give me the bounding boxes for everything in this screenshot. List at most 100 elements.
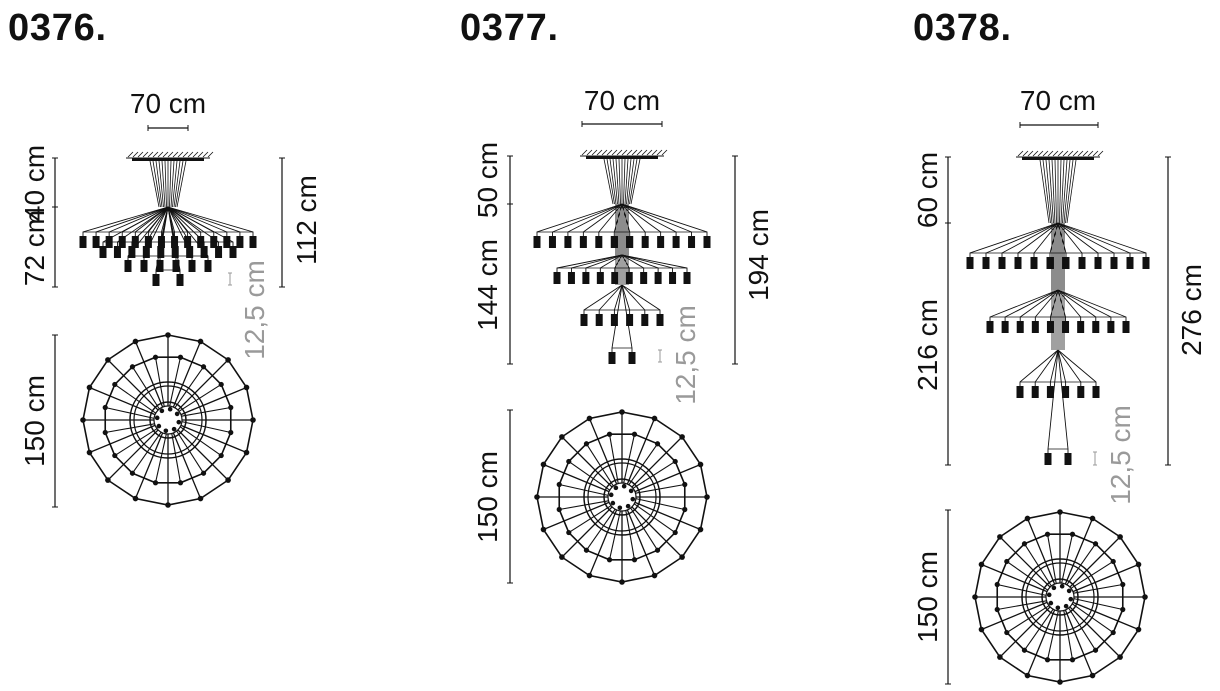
pendant-light (640, 272, 648, 284)
plan-node (1024, 515, 1031, 522)
pendant-light (1107, 321, 1115, 333)
ceiling-hatch (182, 151, 189, 158)
plan-radial-arm (997, 583, 1047, 596)
model-title: 0377. (460, 7, 558, 49)
suspension-cable (175, 160, 184, 208)
plan-radial-arm (630, 507, 659, 551)
ceiling-hatch (1087, 150, 1094, 157)
pendant-light (608, 352, 616, 364)
plan-radial-arm (1072, 601, 1139, 631)
plan-node (1004, 558, 1010, 565)
plan-radial-arm (105, 423, 155, 434)
ceiling-hatch (1042, 150, 1049, 157)
plan-radial-arm (1068, 607, 1097, 651)
ceiling-hatch (606, 149, 613, 156)
plan-radial-arm (1070, 560, 1114, 589)
plan-radial-arm (178, 383, 222, 412)
pendant-light (641, 314, 649, 326)
plan-hub-node (628, 488, 634, 494)
pendant-light (1062, 257, 1070, 269)
pendant-light (1122, 321, 1130, 333)
plan-node (704, 494, 710, 500)
plan-node (619, 409, 625, 415)
pendant-arm (1004, 289, 1059, 321)
suspension-cable (618, 158, 621, 205)
plan-node (672, 458, 678, 465)
plan-node (1044, 657, 1051, 663)
pendant-light (1014, 257, 1022, 269)
plan-hub-node (156, 423, 162, 429)
plan-node (672, 529, 678, 536)
ceiling-hatch (187, 151, 194, 158)
model-0376: 0376. 70 cm 40 cm 72 cm 112 cm 12,5 cm 1… (8, 7, 322, 508)
pendant-light (1046, 257, 1054, 269)
ceiling-hatch (167, 151, 174, 158)
pendant-light (656, 314, 664, 326)
plan-node (1142, 594, 1148, 600)
pendant-light (596, 272, 604, 284)
pendant-light (1092, 321, 1100, 333)
ceiling-hatch (1072, 150, 1079, 157)
plan-node (1069, 657, 1076, 663)
plan-radial-arm (114, 428, 158, 457)
plan-diameter-label: 150 cm (912, 551, 943, 643)
plan-node (978, 561, 985, 568)
ceiling-hatch (626, 149, 633, 156)
plan-radial-arm (181, 421, 231, 434)
pendant-light (1077, 386, 1085, 398)
ceiling-hatch (656, 149, 663, 156)
plan-radial-arm (634, 463, 701, 493)
plan-radial-arm (543, 463, 610, 493)
pendant-light (626, 236, 634, 248)
suspension-cable (170, 160, 175, 208)
pendant-light (1064, 453, 1072, 465)
ceiling-hatch (1082, 150, 1089, 157)
plan-node (228, 429, 234, 436)
pendant-light (966, 257, 974, 269)
plan-hub-node (167, 406, 173, 412)
pendant-arm (585, 254, 623, 272)
pendant-light (156, 260, 164, 272)
plan-node (1120, 606, 1126, 613)
ceiling-hatch (1032, 150, 1039, 157)
pendant-height-label: 12,5 cm (239, 260, 270, 360)
upper-height-label: 60 cm (912, 152, 943, 228)
ceiling-hatch (1077, 150, 1084, 157)
pendant-arm (1057, 289, 1127, 321)
ceiling-hatch (1017, 150, 1024, 157)
suspension-cable (630, 158, 641, 205)
plan-node (651, 572, 658, 579)
plan-radial-arm (559, 483, 609, 496)
ceiling-hatch (591, 149, 598, 156)
plan-node (997, 654, 1003, 660)
plan-node (1110, 629, 1116, 636)
pendant-arm (1057, 289, 1112, 321)
plan-node (1089, 515, 1096, 522)
plan-radial-arm (1006, 560, 1049, 591)
lower-height-label: 144 cm (472, 239, 503, 331)
pendant-light (1142, 257, 1150, 269)
plan-radial-arm (635, 498, 685, 511)
pendant-arm (985, 222, 1059, 257)
pendant-light (1044, 453, 1052, 465)
ceiling-hatch (1067, 150, 1074, 157)
pendant-arm (1057, 349, 1097, 386)
plan-radial-arm (1026, 518, 1056, 585)
plan-node (997, 534, 1003, 540)
plan-radial-arm (1064, 609, 1094, 676)
pendant-light (595, 314, 603, 326)
plan-radial-arm (585, 443, 614, 487)
plan-node (218, 381, 224, 388)
plan-node (105, 477, 111, 483)
plan-radial-arm (588, 509, 618, 576)
suspension-cable (609, 158, 617, 205)
plan-radial-arm (181, 406, 231, 417)
plan-radial-arm (631, 506, 683, 558)
pendant-light (533, 236, 541, 248)
ceiling-hatch (621, 149, 628, 156)
plan-node (566, 458, 572, 465)
plan-node (1117, 654, 1123, 660)
plan-radial-arm (169, 357, 182, 407)
plan-node (1021, 541, 1028, 547)
